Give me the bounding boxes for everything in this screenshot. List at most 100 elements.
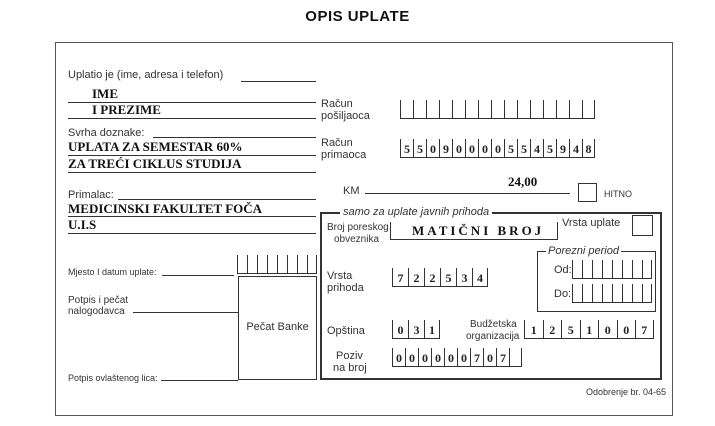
digit-box[interactable]: 5: [504, 139, 517, 157]
digit-box[interactable]: [582, 260, 592, 278]
digit-box[interactable]: [509, 348, 522, 366]
digit-box[interactable]: 1: [424, 320, 440, 338]
digit-box[interactable]: 0: [465, 139, 478, 157]
digit-box[interactable]: 5: [561, 320, 580, 338]
digit-box[interactable]: [426, 100, 439, 118]
digit-box[interactable]: 9: [556, 139, 569, 157]
digit-box[interactable]: 0: [431, 348, 444, 366]
digit-box[interactable]: 0: [392, 348, 405, 366]
digit-box[interactable]: [237, 255, 247, 273]
digit-box[interactable]: [622, 284, 632, 302]
digit-box[interactable]: 0: [598, 320, 617, 338]
digit-box[interactable]: [602, 260, 612, 278]
digit-box[interactable]: [622, 260, 632, 278]
digit-box[interactable]: [612, 284, 622, 302]
payment-type-field[interactable]: [632, 215, 653, 236]
digit-box[interactable]: [592, 260, 602, 278]
digit-box[interactable]: 0: [616, 320, 636, 338]
digit-box[interactable]: 7: [392, 268, 408, 286]
digit-box[interactable]: 0: [426, 139, 439, 157]
digit-box[interactable]: 5: [413, 139, 426, 157]
digit-box[interactable]: 1: [579, 320, 599, 338]
digit-box[interactable]: [543, 100, 556, 118]
digit-box[interactable]: [642, 260, 652, 278]
digit-box[interactable]: [287, 255, 297, 273]
tax-period-to-field[interactable]: [572, 284, 652, 303]
digit-box[interactable]: [257, 255, 267, 273]
digit-box[interactable]: 5: [400, 139, 413, 157]
digit-box[interactable]: 4: [530, 139, 543, 157]
digit-box[interactable]: 0: [452, 139, 465, 157]
digit-box[interactable]: 5: [517, 139, 530, 157]
digit-box[interactable]: [582, 284, 592, 302]
digit-box[interactable]: 4: [472, 268, 488, 286]
digit-box[interactable]: 8: [582, 139, 595, 157]
payer-surname[interactable]: I PREZIME: [92, 102, 161, 117]
digit-box[interactable]: [277, 255, 287, 273]
digit-box[interactable]: 1: [524, 320, 543, 338]
digit-box[interactable]: [297, 255, 307, 273]
urgent-checkbox[interactable]: [578, 183, 597, 202]
payer-name[interactable]: IME: [92, 86, 118, 101]
place-date-field[interactable]: [237, 255, 317, 274]
bank-stamp-box[interactable]: [238, 276, 317, 380]
digit-box[interactable]: 7: [635, 320, 654, 338]
digit-box[interactable]: 0: [483, 348, 496, 366]
purpose-text-2[interactable]: ZA TREĆI CIKLUS STUDIJA: [68, 156, 242, 171]
digit-box[interactable]: [267, 255, 277, 273]
recipient-name[interactable]: MEDICINSKI FAKULTET FOČA: [68, 201, 263, 216]
digit-box[interactable]: [400, 100, 413, 118]
digit-box[interactable]: 0: [444, 348, 457, 366]
sender-account-field[interactable]: [400, 100, 595, 119]
digit-box[interactable]: 5: [543, 139, 556, 157]
digit-box[interactable]: [530, 100, 543, 118]
digit-box[interactable]: 0: [457, 348, 470, 366]
digit-box[interactable]: [413, 100, 426, 118]
digit-box[interactable]: [504, 100, 517, 118]
digit-box[interactable]: [465, 100, 478, 118]
digit-box[interactable]: 4: [569, 139, 582, 157]
digit-box[interactable]: [491, 100, 504, 118]
digit-box[interactable]: 7: [470, 348, 483, 366]
digit-box[interactable]: [602, 284, 612, 302]
tax-id-field[interactable]: [390, 222, 558, 240]
digit-box[interactable]: 3: [408, 320, 424, 338]
digit-box[interactable]: 5: [440, 268, 456, 286]
digit-box[interactable]: [307, 255, 317, 273]
purpose-text-1[interactable]: UPLATA ZA SEMESTAR 60%: [68, 139, 243, 154]
digit-box[interactable]: [439, 100, 452, 118]
digit-box[interactable]: [247, 255, 257, 273]
digit-box[interactable]: 0: [418, 348, 431, 366]
digit-box[interactable]: [632, 284, 642, 302]
digit-box[interactable]: 2: [408, 268, 424, 286]
digit-box[interactable]: [569, 100, 582, 118]
digit-box[interactable]: [452, 100, 465, 118]
digit-box[interactable]: 0: [405, 348, 418, 366]
digit-box[interactable]: 3: [456, 268, 472, 286]
digit-box[interactable]: [478, 100, 491, 118]
digit-box[interactable]: 2: [542, 320, 562, 338]
tax-period-from-field[interactable]: [572, 260, 652, 279]
digit-box[interactable]: [572, 260, 582, 278]
digit-box[interactable]: [612, 260, 622, 278]
digit-box[interactable]: [592, 284, 602, 302]
digit-box[interactable]: [582, 100, 595, 118]
digit-box[interactable]: 9: [439, 139, 452, 157]
digit-box[interactable]: 7: [496, 348, 509, 366]
digit-box[interactable]: 0: [491, 139, 504, 157]
recipient-extra[interactable]: U.I.S: [68, 217, 97, 232]
digit-box[interactable]: 2: [424, 268, 440, 286]
digit-box[interactable]: 0: [392, 320, 408, 338]
digit-box[interactable]: [642, 284, 652, 302]
digit-box[interactable]: [556, 100, 569, 118]
digit-box[interactable]: [572, 284, 582, 302]
digit-box[interactable]: 0: [478, 139, 491, 157]
digit-box[interactable]: [632, 260, 642, 278]
digit-box[interactable]: [517, 100, 530, 118]
amount-value[interactable]: 24,00: [508, 174, 538, 189]
